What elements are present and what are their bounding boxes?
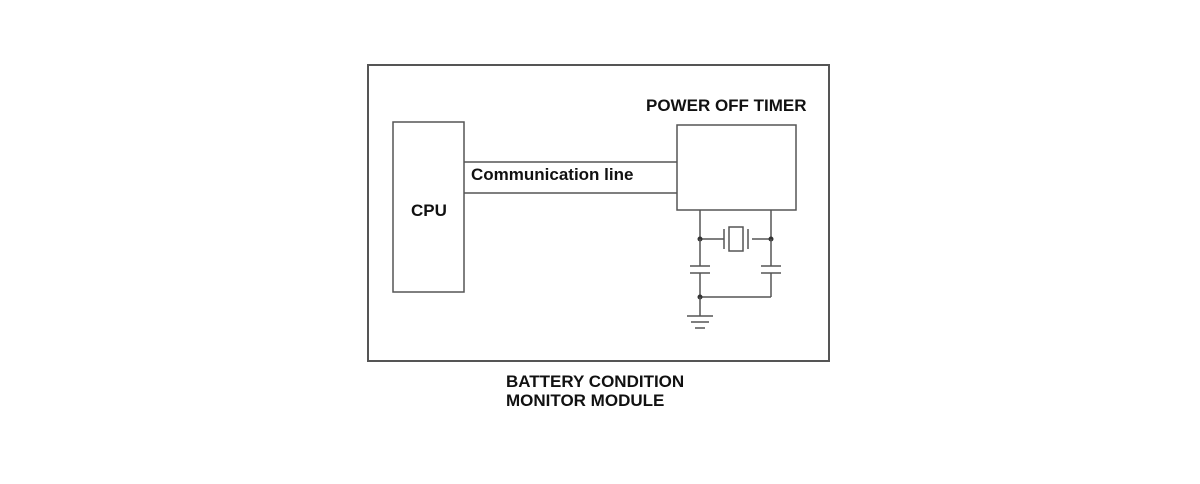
ground-icon xyxy=(687,297,713,329)
capacitor-right-icon xyxy=(761,239,781,297)
oscillator-circuit xyxy=(699,210,772,240)
capacitor-left-icon xyxy=(690,239,710,297)
communication-line-label: Communication line xyxy=(471,165,633,184)
crystal-icon xyxy=(723,226,749,252)
power-off-timer-label: POWER OFF TIMER xyxy=(646,96,807,115)
module-label-line2: MONITOR MODULE xyxy=(506,391,664,410)
module-box xyxy=(367,64,830,362)
power-off-timer-block xyxy=(676,124,797,211)
cpu-block xyxy=(392,121,465,293)
module-label-line1: BATTERY CONDITION xyxy=(506,372,684,391)
cpu-label: CPU xyxy=(411,201,447,220)
